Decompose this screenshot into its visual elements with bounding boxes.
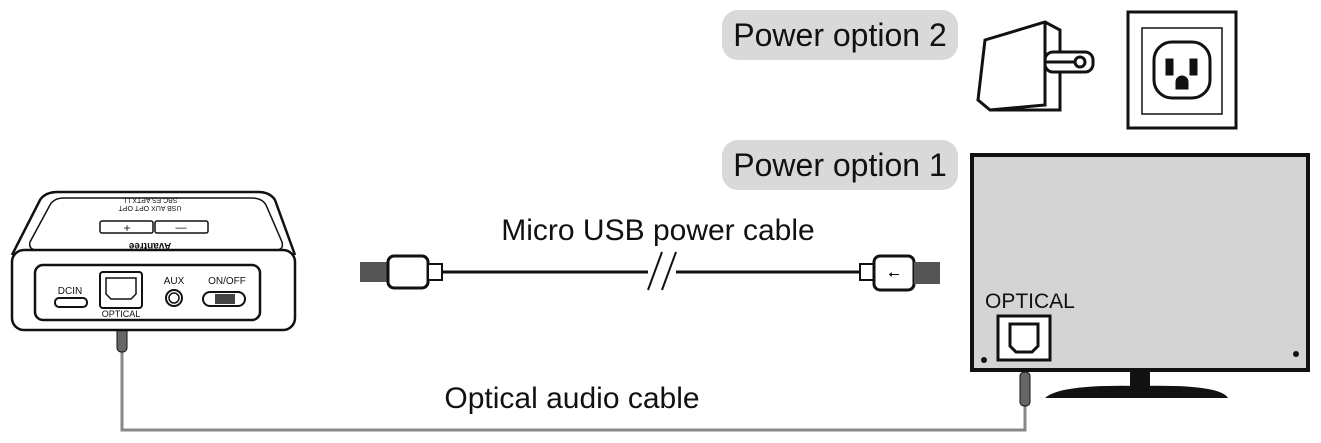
svg-text:—: — [176, 222, 187, 234]
svg-text:Optical audio cable: Optical audio cable [444, 382, 699, 415]
svg-text:SBC FS APTX LL: SBC FS APTX LL [122, 196, 177, 203]
svg-text:OPTICAL: OPTICAL [102, 309, 141, 319]
power-option-1-label: Power option 1 [722, 140, 958, 190]
micro-usb-cable: Micro USB power cable ⭠ [360, 214, 940, 292]
power-option-2-label: Power option 2 [722, 10, 958, 60]
svg-text:Power option 2: Power option 2 [733, 17, 946, 53]
svg-text:Power option 1: Power option 1 [733, 147, 946, 183]
svg-text:ON/OFF: ON/OFF [208, 276, 246, 287]
svg-text:Micro USB power cable: Micro USB power cable [501, 214, 814, 247]
tv-icon: OPTICAL [970, 153, 1310, 398]
tv-optical-port-icon [996, 314, 1052, 362]
svg-text:AUX: AUX [164, 276, 185, 287]
tv-optical-label: OPTICAL [985, 290, 1075, 313]
svg-text:Avantree: Avantree [128, 240, 171, 251]
svg-text:USB AUX OPT OPT: USB AUX OPT OPT [118, 204, 182, 211]
power-adapter-icon [976, 20, 1095, 112]
svg-text:+: + [123, 221, 130, 235]
avantree-transmitter: + — USB AUX OPT OPT SBC FS APTX LL Avant… [10, 190, 297, 332]
usb-symbol-icon: ⭠ [888, 265, 899, 281]
svg-text:DCIN: DCIN [58, 286, 82, 297]
optical-audio-cable: Optical audio cable [116, 325, 1031, 432]
wall-outlet-icon [1126, 10, 1238, 130]
